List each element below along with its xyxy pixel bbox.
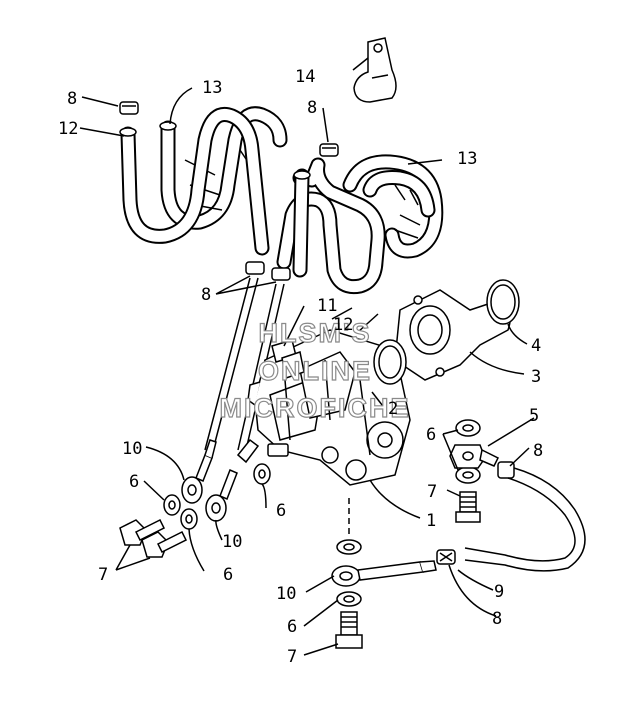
adapter-3 bbox=[394, 289, 511, 381]
banjo-fitting-10-left-a bbox=[181, 439, 217, 504]
callout-13-left: 13 bbox=[202, 78, 222, 98]
leader-lines bbox=[79, 57, 535, 656]
watermark-line-3: MICROFICHE bbox=[220, 393, 411, 423]
bolt-11 bbox=[271, 339, 305, 379]
callout-6-bottom: 6 bbox=[287, 617, 297, 637]
clamp-8-top-right bbox=[319, 143, 339, 157]
callout-1: 1 bbox=[426, 511, 436, 531]
bolt-7-right bbox=[455, 491, 481, 523]
callout-8-mid: 8 bbox=[201, 285, 211, 305]
callout-10-bottom: 10 bbox=[276, 584, 296, 604]
washers-6 bbox=[163, 419, 481, 607]
oil-line-9 bbox=[464, 467, 586, 572]
callout-13-right: 13 bbox=[457, 149, 477, 169]
callout-14: 14 bbox=[295, 67, 315, 87]
callout-10-mid: 10 bbox=[222, 532, 242, 552]
callout-10-left: 10 bbox=[122, 439, 142, 459]
banjo-fitting-5 bbox=[449, 444, 500, 469]
callout-5: 5 bbox=[529, 406, 539, 426]
callout-7-bottom: 7 bbox=[287, 647, 297, 667]
callout-8-top-right: 8 bbox=[307, 98, 317, 118]
callout-8-bottom: 8 bbox=[492, 609, 502, 629]
callout-6-right: 6 bbox=[426, 425, 436, 445]
banjo-fitting-10-left-b bbox=[205, 469, 238, 522]
callout-7-right: 7 bbox=[427, 482, 437, 502]
o-ring-2 bbox=[373, 339, 407, 385]
fitting-stub bbox=[236, 438, 260, 464]
bolt-7-bottom bbox=[335, 611, 363, 649]
hose-13-right bbox=[342, 154, 444, 259]
callout-8-right: 8 bbox=[533, 441, 543, 461]
callout-6-low-left: 6 bbox=[223, 565, 233, 585]
callout-12-right: 12 bbox=[333, 315, 353, 335]
banjo-fitting-10-bottom bbox=[331, 560, 437, 587]
callout-12-left: 12 bbox=[58, 119, 78, 139]
callout-6-mid: 6 bbox=[276, 501, 286, 521]
gasket-4 bbox=[486, 279, 520, 325]
callout-9: 9 bbox=[494, 582, 504, 602]
bracket-14 bbox=[353, 37, 397, 103]
callout-4: 4 bbox=[531, 336, 541, 356]
callout-7-left: 7 bbox=[98, 565, 108, 585]
clamp-8-pair bbox=[245, 261, 291, 281]
callout-11: 11 bbox=[317, 296, 337, 316]
hose-12-left bbox=[119, 107, 270, 256]
watermark-line-1: HLSM'S bbox=[259, 318, 372, 348]
callout-labels: 14 8 13 12 8 13 8 11 12 4 3 2 5 8 6 7 1 … bbox=[58, 67, 543, 667]
callout-3: 3 bbox=[531, 367, 541, 387]
callout-2: 2 bbox=[388, 399, 398, 419]
clamp-8-bottom bbox=[436, 549, 456, 565]
hose-12-right bbox=[276, 157, 386, 295]
clamp-8-top-left bbox=[119, 101, 139, 115]
watermark-line-2: ONLINE bbox=[258, 356, 372, 386]
callout-8-top-left: 8 bbox=[67, 89, 77, 109]
bolts-7-left bbox=[119, 518, 188, 558]
callout-6-left: 6 bbox=[129, 472, 139, 492]
watermark: HLSM'S ONLINE MICROFICHE bbox=[219, 317, 411, 423]
